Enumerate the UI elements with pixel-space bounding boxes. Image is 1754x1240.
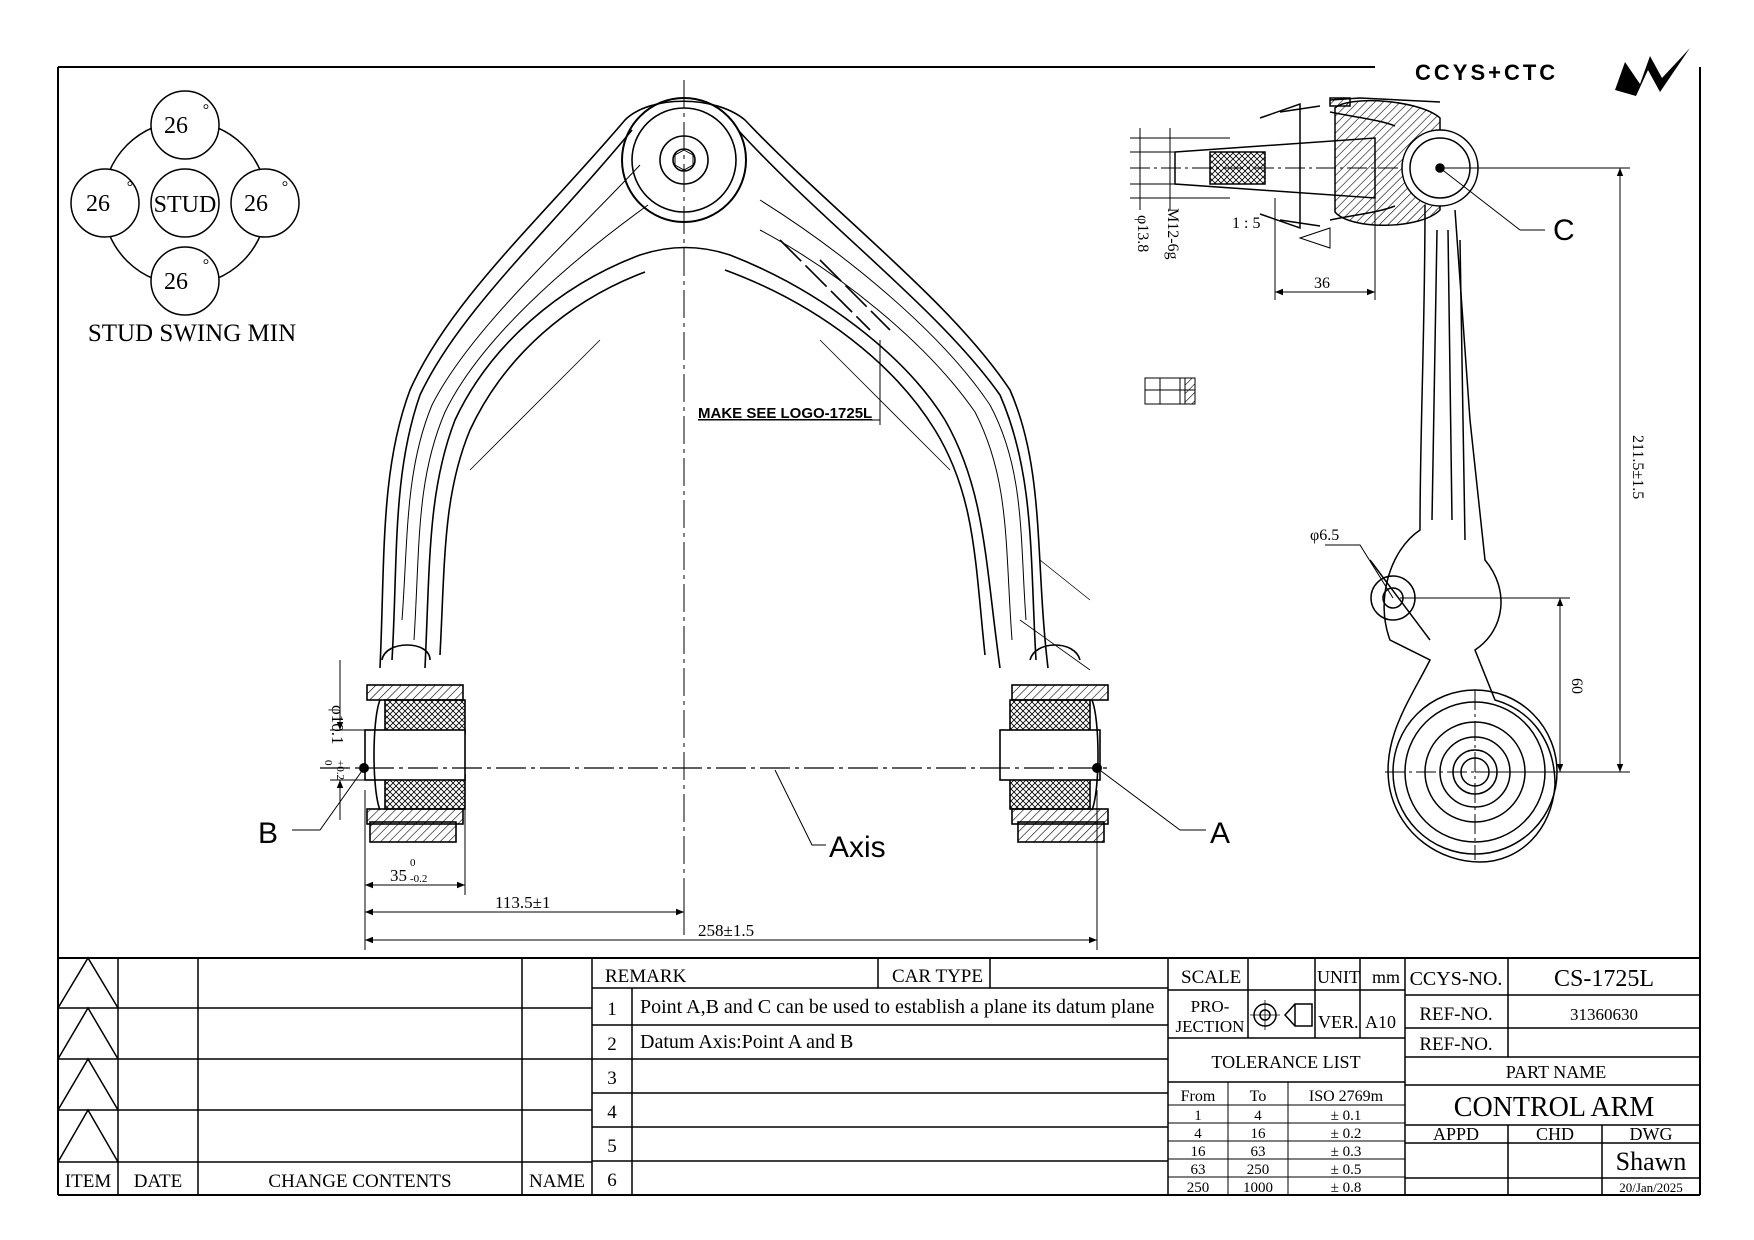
tol-row-5-tol: ± 0.8 <box>1331 1180 1362 1196</box>
tolerance-header-to: To <box>1250 1088 1267 1105</box>
dwg-label: DWG <box>1630 1124 1673 1144</box>
tolerance-header-from: From <box>1181 1088 1216 1105</box>
ver-value: A10 <box>1365 1012 1396 1032</box>
rev-header-item: ITEM <box>65 1171 112 1192</box>
tol-row-2-from: 4 <box>1194 1126 1202 1142</box>
swing-angle-right: 26 <box>244 191 268 217</box>
axis-label: Axis <box>829 831 886 864</box>
dim-offset: 60 <box>1568 678 1585 694</box>
dim-stud-dia: φ13.8 <box>1134 215 1151 252</box>
dim-height: 211.5±1.5 <box>1629 435 1646 499</box>
dim-bush-len: 35 <box>390 866 407 885</box>
dim-thread: M12-6g <box>1164 208 1181 260</box>
point-b-label: B <box>258 817 278 850</box>
car-type-label: CAR TYPE <box>892 966 983 987</box>
swing-angle-left: 26 <box>86 191 110 217</box>
swing-angle-top: 26 <box>164 113 188 139</box>
tol-row-2-tol: ± 0.2 <box>1331 1126 1362 1142</box>
control-arm-front-view <box>320 80 1110 935</box>
dim-taper: 1 : 5 <box>1232 215 1260 232</box>
remark-header: REMARK <box>605 966 687 987</box>
drawing-frame <box>57 66 1701 1196</box>
tol-row-3-from: 16 <box>1191 1144 1207 1160</box>
front-view-dimensions <box>292 419 1206 950</box>
degree-mark-left: ° <box>127 179 133 196</box>
appd-label: APPD <box>1433 1124 1479 1144</box>
tol-row-3-to: 63 <box>1251 1144 1266 1160</box>
scale-label: SCALE <box>1181 967 1241 988</box>
projection-label-2: JECTION <box>1176 1017 1245 1036</box>
dim-hole-dia: φ6.5 <box>1310 527 1339 544</box>
tol-row-2-to: 16 <box>1251 1126 1267 1142</box>
logo-text: CCYS+CTC <box>1415 60 1558 85</box>
title-block-grid <box>57 956 1700 1195</box>
dim-bush-len-tol-lower: -0.2 <box>410 873 427 885</box>
tolerance-title: TOLERANCE LIST <box>1211 1052 1360 1072</box>
ref-no-label: REF-NO. <box>1419 1004 1492 1025</box>
tol-row-1-tol: ± 0.1 <box>1331 1108 1362 1124</box>
remark-no-3: 3 <box>607 1068 617 1089</box>
remark-text-2: Datum Axis:Point A and B <box>640 1031 853 1053</box>
stud-label: STUD <box>154 192 217 218</box>
ver-label: VER. <box>1318 1012 1359 1032</box>
remark-no-1: 1 <box>607 999 617 1020</box>
logo-wing-icon <box>1615 48 1690 96</box>
tol-row-4-tol: ± 0.5 <box>1331 1162 1362 1178</box>
dim-bush-dia-tol-upper: +0.2 <box>334 760 346 780</box>
chd-label: CHD <box>1536 1124 1574 1144</box>
unit-value: mm <box>1372 967 1400 987</box>
point-c-label: C <box>1553 214 1575 247</box>
drawn-by: Shawn <box>1616 1147 1687 1176</box>
ccys-no-value: CS-1725L <box>1554 966 1654 992</box>
nut-icon <box>1144 377 1196 405</box>
tol-row-1-from: 1 <box>1194 1108 1202 1124</box>
tol-row-5-from: 250 <box>1187 1180 1210 1196</box>
control-arm-side-view <box>1130 97 1565 863</box>
remark-no-5: 5 <box>607 1136 617 1157</box>
tol-row-4-from: 63 <box>1191 1162 1206 1178</box>
remark-no-2: 2 <box>607 1034 617 1055</box>
degree-mark-top: ° <box>203 102 209 119</box>
rev-header-change-contents: CHANGE CONTENTS <box>268 1171 451 1192</box>
rev-header-date: DATE <box>134 1171 183 1192</box>
rev-header-name: NAME <box>529 1171 585 1192</box>
dim-bush-dia-tol-lower: 0 <box>322 760 334 766</box>
degree-mark-bottom: ° <box>203 257 209 274</box>
stud-swing-diagram <box>70 90 300 316</box>
degree-mark-right: ° <box>282 179 288 196</box>
projection-label-1: PRO- <box>1191 997 1230 1016</box>
dim-span: 258±1.5 <box>698 921 754 940</box>
tol-row-5-to: 1000 <box>1243 1180 1273 1196</box>
part-name-label: PART NAME <box>1506 1062 1606 1082</box>
tol-row-4-to: 250 <box>1247 1162 1270 1178</box>
dim-bush-len-tol-upper: 0 <box>410 857 416 869</box>
tol-row-1-to: 4 <box>1254 1108 1262 1124</box>
remark-no-4: 4 <box>607 1102 617 1123</box>
swing-angle-bottom: 26 <box>164 269 188 295</box>
logo-note: MAKE SEE LOGO-1725L <box>698 405 872 422</box>
tolerance-header-iso: ISO 2769m <box>1309 1088 1384 1105</box>
point-a-label: A <box>1210 817 1230 850</box>
side-view-dimensions <box>1130 128 1630 773</box>
remark-no-6: 6 <box>607 1170 617 1191</box>
dim-taper-len: 36 <box>1314 275 1330 292</box>
tolerance-rows: 1 4 ± 0.1 4 16 ± 0.2 16 63 ± 0.3 63 250 … <box>1187 1108 1362 1196</box>
ref-no2-label: REF-NO. <box>1419 1034 1492 1055</box>
company-logo: CCYS+CTC <box>1415 48 1690 96</box>
stud-swing-title: STUD SWING MIN <box>88 320 296 347</box>
dim-bush-dia: φ10.1 <box>328 705 347 745</box>
ref-no-value: 31360630 <box>1570 1005 1638 1024</box>
tol-row-3-tol: ± 0.3 <box>1331 1144 1362 1160</box>
remark-text-1: Point A,B and C can be used to establish… <box>640 996 1154 1018</box>
ccys-no-label: CCYS-NO. <box>1410 968 1503 990</box>
dim-half-span: 113.5±1 <box>495 893 550 912</box>
part-name-value: CONTROL ARM <box>1454 1092 1655 1123</box>
drawing-date: 20/Jan/2025 <box>1619 1180 1683 1195</box>
unit-label: UNIT <box>1317 967 1360 987</box>
